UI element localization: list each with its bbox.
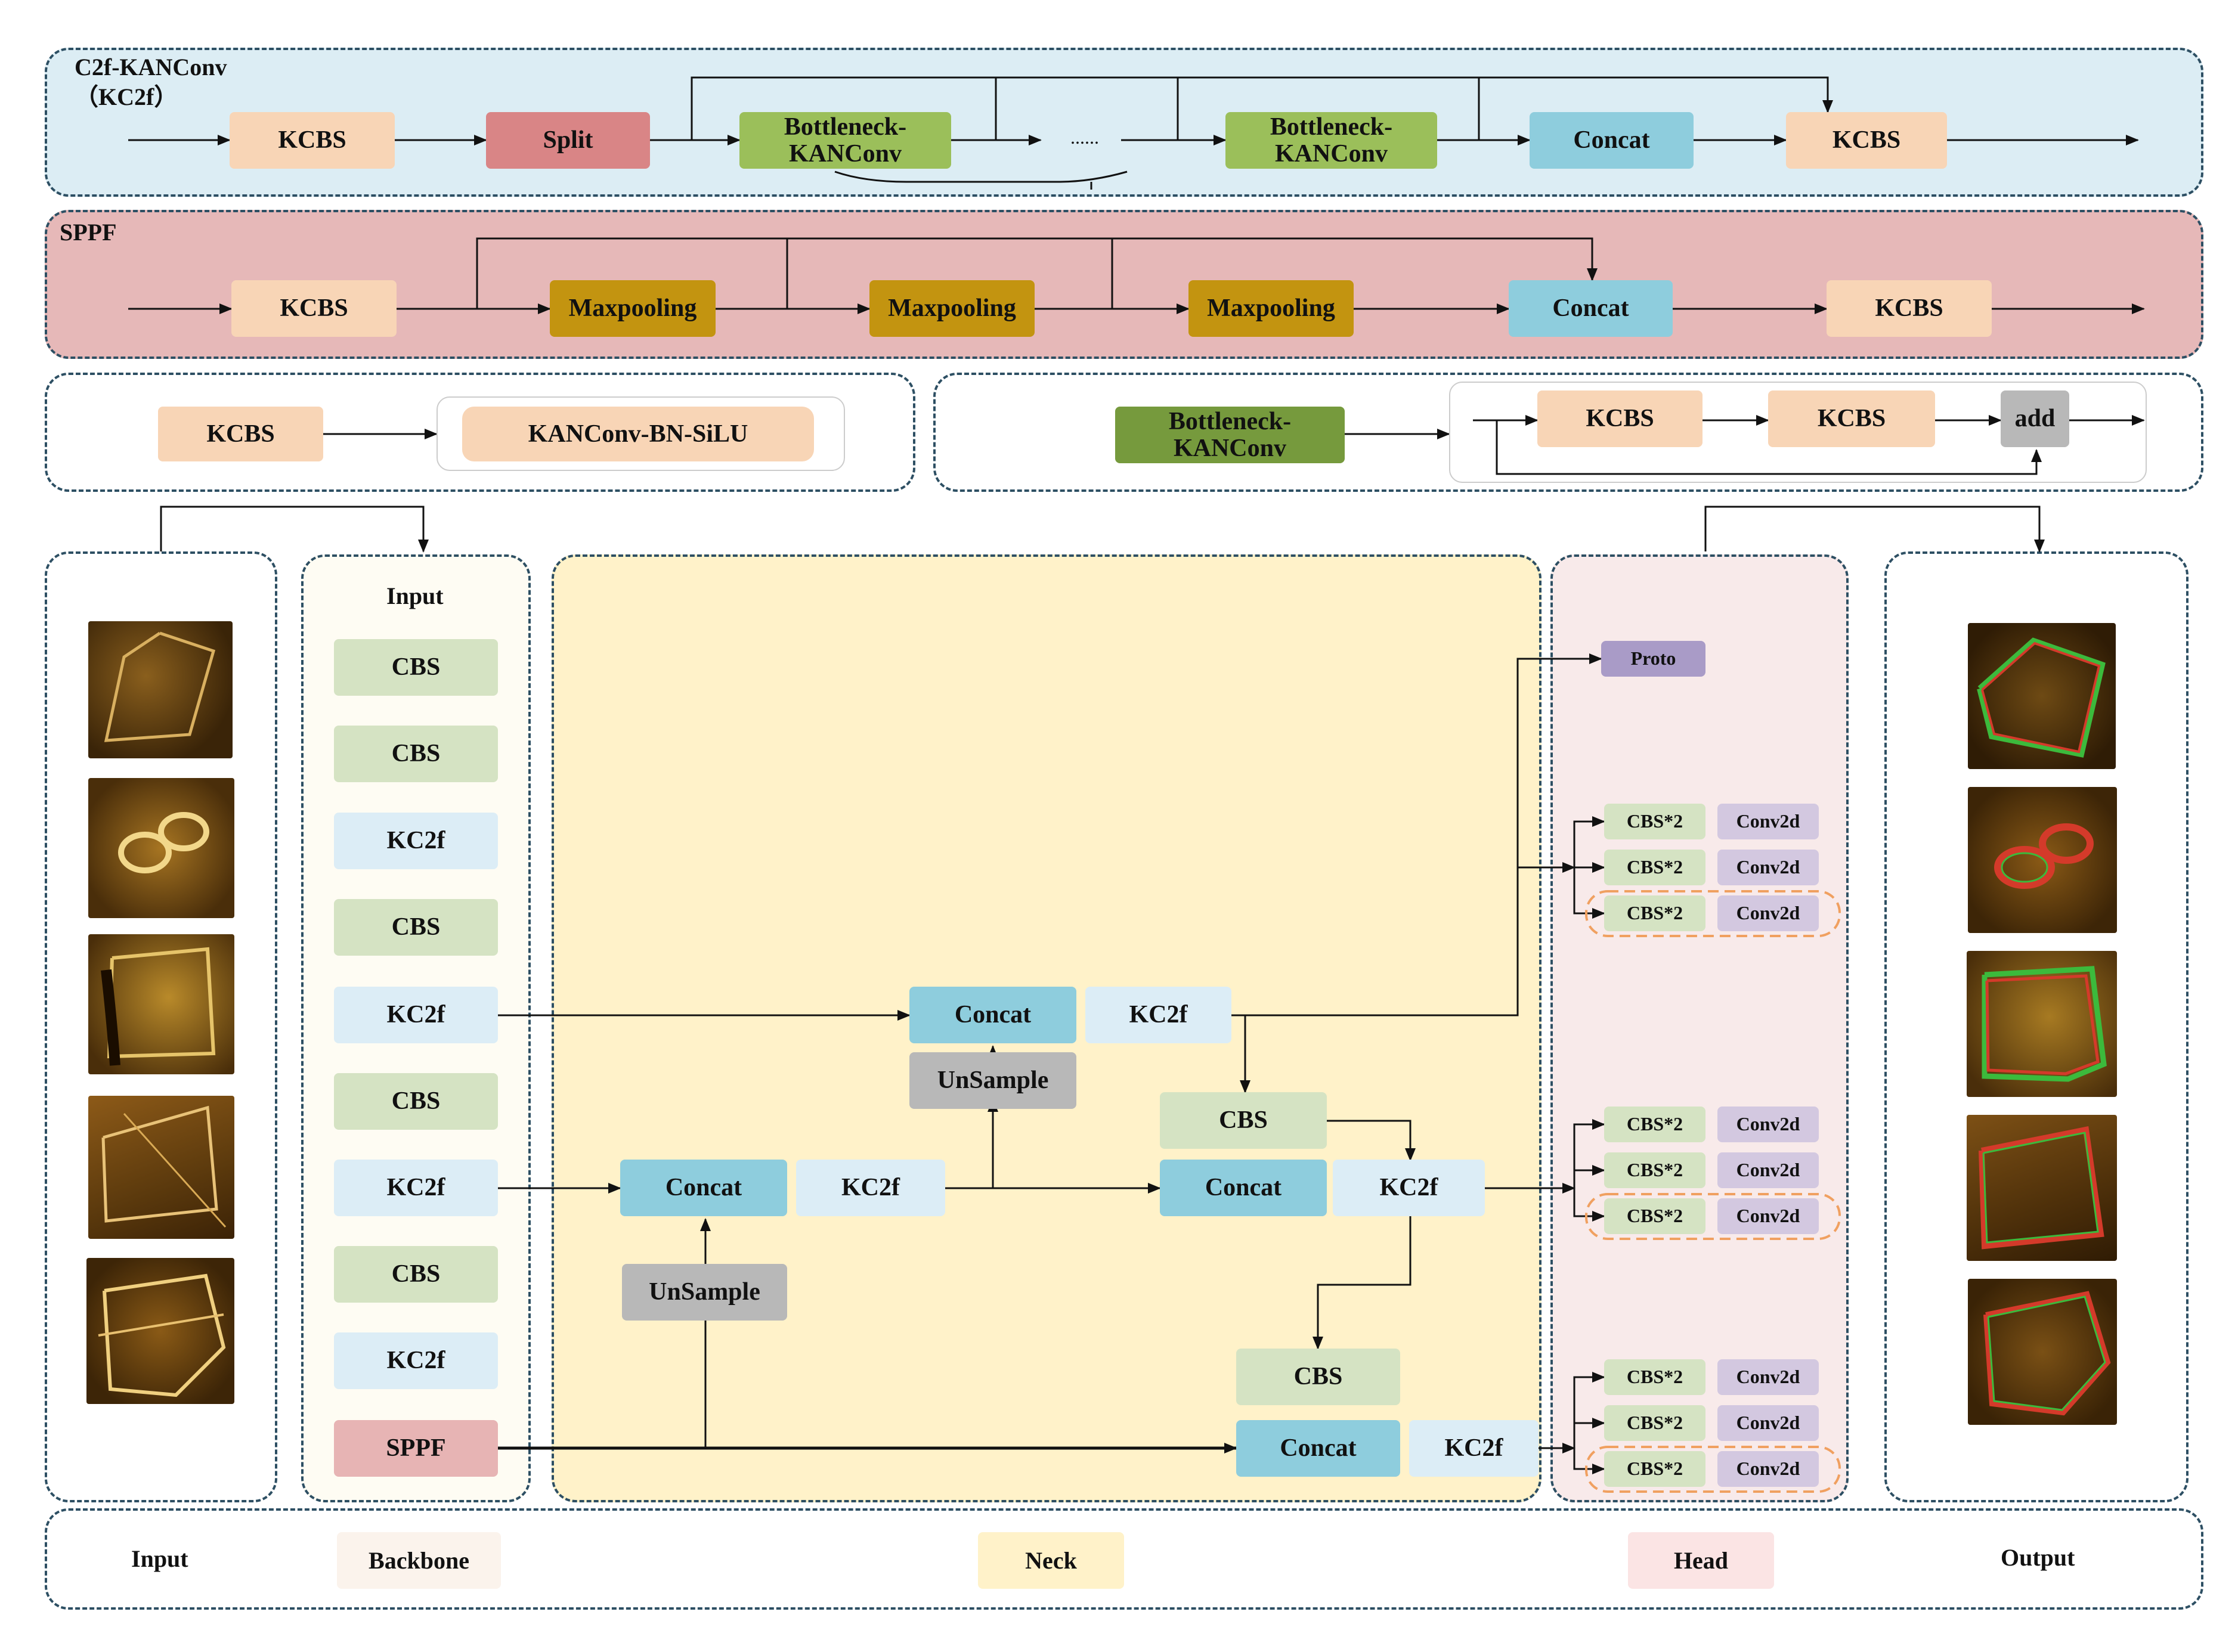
input-image-5 [86, 1258, 234, 1404]
c2f-kcbs-in: KCBS [230, 112, 395, 169]
sppf-maxpool-2: Maxpooling [869, 280, 1035, 337]
legend-output: Output [2001, 1544, 2075, 1571]
neck-concat-low: Concat [1236, 1420, 1400, 1477]
head-g1-conv-1: Conv2d [1717, 804, 1819, 839]
legend-head: Head [1628, 1532, 1774, 1589]
backbone-header: Input [386, 582, 444, 609]
c2f-concat: Concat [1530, 112, 1694, 169]
head-g2-conv-3: Conv2d [1717, 1198, 1819, 1234]
output-image-4 [1967, 1115, 2117, 1261]
backbone-sppf: SPPF [334, 1420, 498, 1477]
head-g1-cbs-1: CBS*2 [1604, 804, 1705, 839]
sppf-maxpool-3: Maxpooling [1188, 280, 1354, 337]
sppf-concat: Concat [1509, 280, 1673, 337]
head-g2-cbs-3: CBS*2 [1604, 1198, 1705, 1234]
bottleneck-def-panel [933, 373, 2203, 492]
legend-panel [45, 1508, 2203, 1610]
head-g1-conv-2: Conv2d [1717, 850, 1819, 885]
neck-kc2f-top: KC2f [1085, 987, 1231, 1043]
c2f-ellipsis: ...... [1070, 126, 1099, 148]
head-g3-cbs-1: CBS*2 [1604, 1359, 1705, 1395]
head-g3-conv-3: Conv2d [1717, 1451, 1819, 1487]
c2f-bottleneck-n: Bottleneck- KANConv [1225, 112, 1437, 169]
backbone-cbs-3: CBS [334, 899, 498, 956]
backbone-kc2f-4: KC2f [334, 1332, 498, 1389]
kanconv-bn-silu-block: KANConv-BN-SiLU [462, 407, 814, 461]
neck-kc2f-left: KC2f [796, 1160, 945, 1216]
sppf-maxpool-1: Maxpooling [550, 280, 716, 337]
c2f-title: C2f-KANConv （KC2f） [75, 54, 227, 110]
legend-neck: Neck [978, 1532, 1124, 1589]
neck-cbs-low: CBS [1236, 1349, 1400, 1405]
head-g3-conv-2: Conv2d [1717, 1405, 1819, 1441]
head-panel [1550, 554, 1849, 1502]
legend-input: Input [131, 1545, 188, 1572]
neck-cbs-mid: CBS [1160, 1092, 1327, 1149]
bottleneck-add: add [2001, 390, 2069, 447]
input-image-1 [88, 621, 233, 758]
head-proto: Proto [1601, 641, 1705, 677]
neck-unsample-left: UnSample [622, 1264, 787, 1321]
sppf-kcbs-in: KCBS [231, 280, 397, 337]
output-image-3 [1967, 951, 2117, 1097]
neck-concat-mid: Concat [1160, 1160, 1327, 1216]
bottleneck-def-container [1449, 382, 2147, 483]
backbone-cbs-2: CBS [334, 726, 498, 782]
neck-unsample-top: UnSample [909, 1052, 1076, 1109]
legend-backbone: Backbone [337, 1532, 501, 1589]
neck-concat-left: Concat [620, 1160, 787, 1216]
input-panel [45, 551, 277, 1502]
c2f-kcbs-out: KCBS [1786, 112, 1947, 169]
head-g2-conv-2: Conv2d [1717, 1152, 1819, 1188]
kcbs-def-block: KCBS [158, 407, 323, 461]
head-g3-conv-1: Conv2d [1717, 1359, 1819, 1395]
head-g1-cbs-2: CBS*2 [1604, 850, 1705, 885]
output-image-2 [1968, 787, 2117, 933]
head-g2-conv-1: Conv2d [1717, 1107, 1819, 1142]
head-g3-cbs-2: CBS*2 [1604, 1405, 1705, 1441]
backbone-cbs-4: CBS [334, 1073, 498, 1130]
backbone-cbs-5: CBS [334, 1246, 498, 1303]
input-image-4 [88, 1096, 234, 1239]
input-image-3 [88, 934, 234, 1074]
neck-kc2f-mid: KC2f [1333, 1160, 1485, 1216]
head-g1-conv-3: Conv2d [1717, 895, 1819, 931]
output-image-5 [1968, 1279, 2117, 1425]
neck-kc2f-low: KC2f [1409, 1420, 1539, 1477]
backbone-kc2f-1: KC2f [334, 813, 498, 869]
c2f-split: Split [486, 112, 650, 169]
bottleneck-kcbs-2: KCBS [1768, 390, 1935, 447]
output-image-1 [1968, 623, 2116, 769]
sppf-title: SPPF [60, 219, 117, 246]
bottleneck-kcbs-1: KCBS [1537, 390, 1703, 447]
output-panel [1884, 551, 2189, 1502]
backbone-kc2f-3: KC2f [334, 1160, 498, 1216]
backbone-kc2f-2: KC2f [334, 987, 498, 1043]
head-g1-cbs-3: CBS*2 [1604, 895, 1705, 931]
head-g3-cbs-3: CBS*2 [1604, 1451, 1705, 1487]
head-g2-cbs-1: CBS*2 [1604, 1107, 1705, 1142]
input-image-2 [88, 778, 234, 918]
c2f-bottleneck-1: Bottleneck- KANConv [739, 112, 951, 169]
sppf-kcbs-out: KCBS [1827, 280, 1992, 337]
bottleneck-def-block: Bottleneck- KANConv [1115, 407, 1345, 463]
backbone-cbs-1: CBS [334, 639, 498, 696]
neck-concat-top: Concat [909, 987, 1076, 1043]
kcbs-def-panel [45, 373, 915, 492]
head-g2-cbs-2: CBS*2 [1604, 1152, 1705, 1188]
